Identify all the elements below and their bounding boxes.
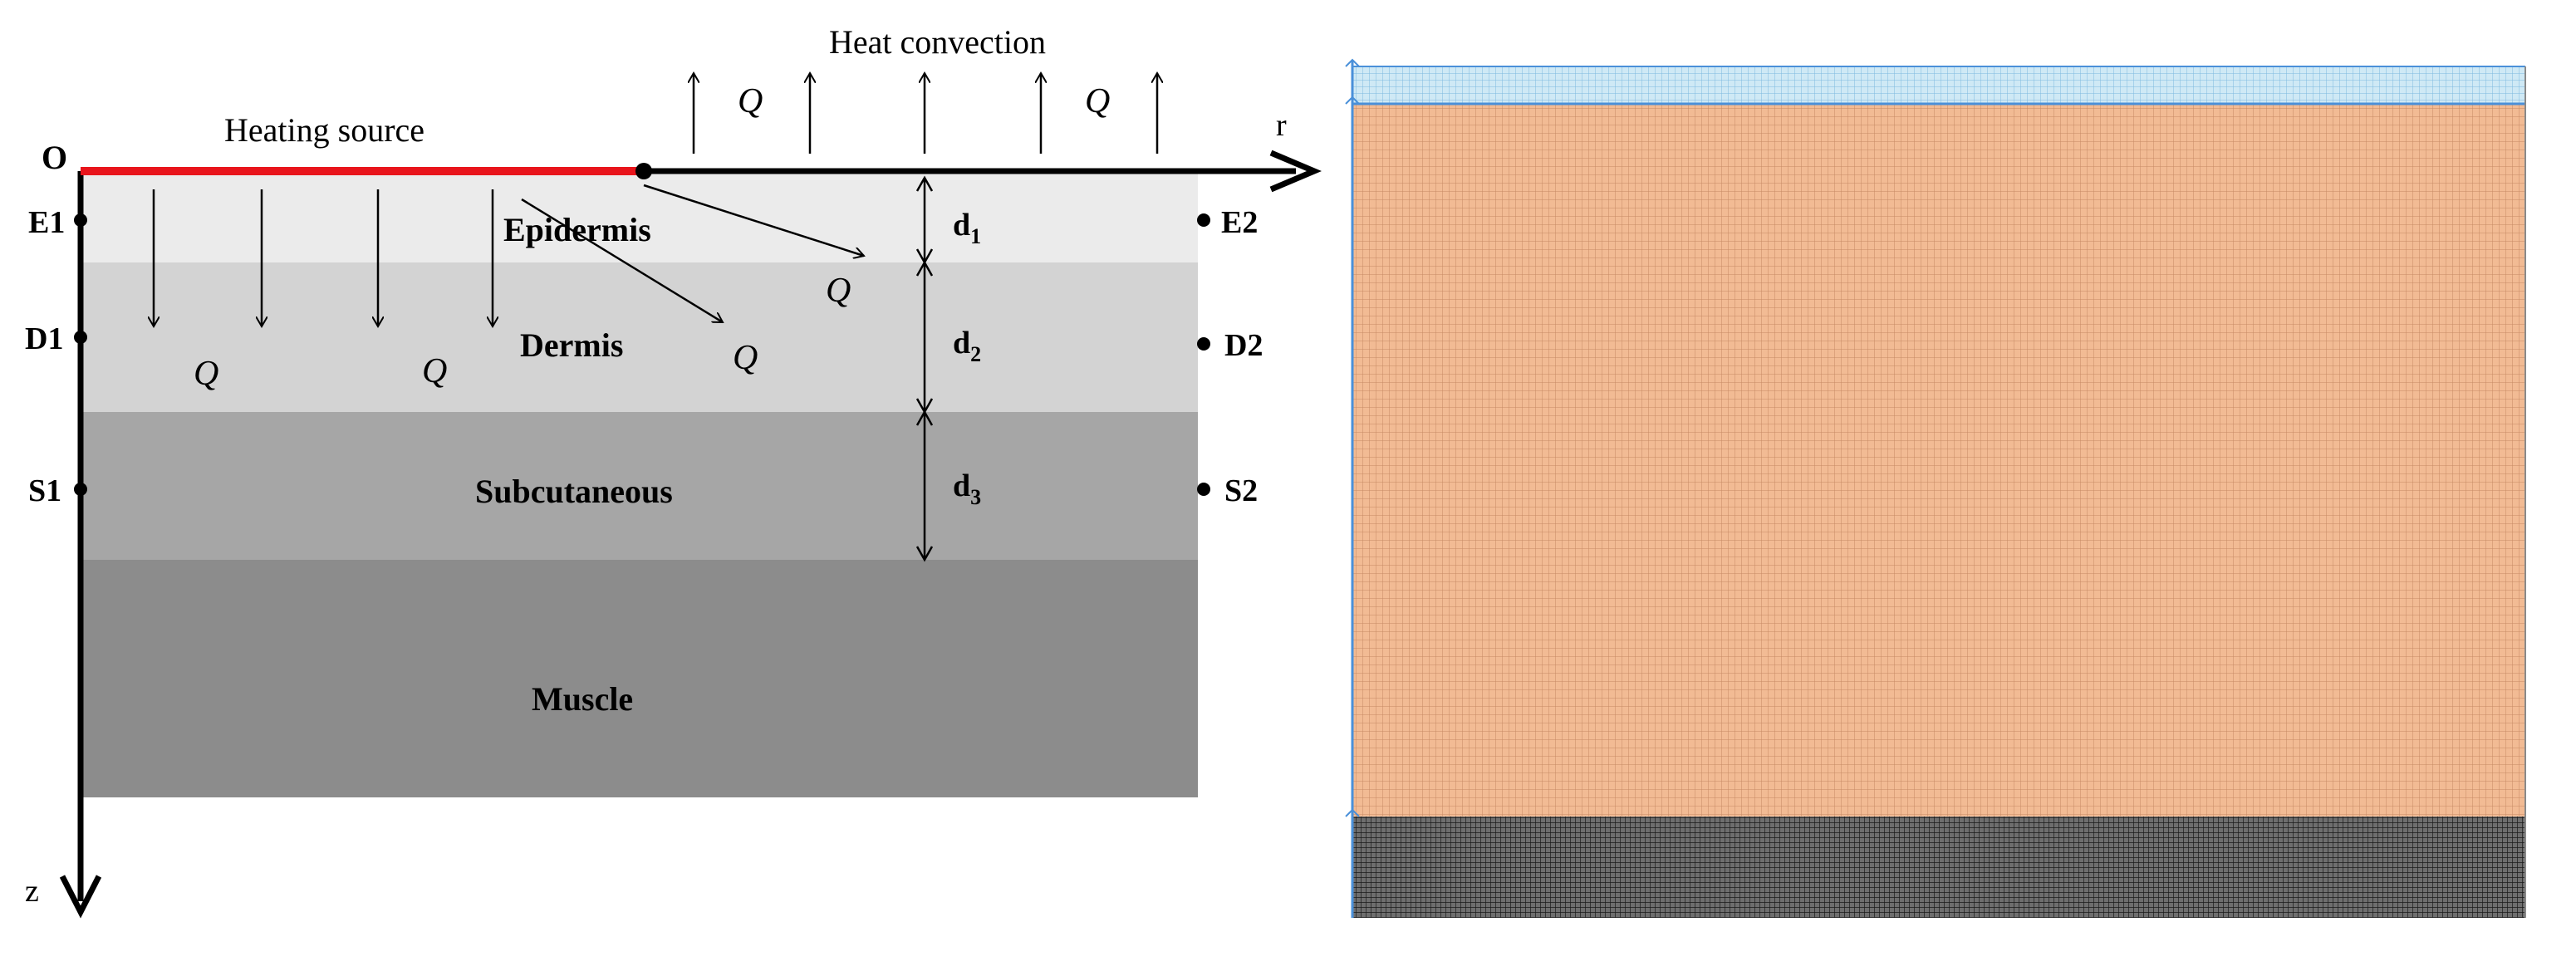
- r-axis-arrowhead: [1269, 150, 1322, 193]
- point-d1-dot: [74, 331, 87, 344]
- q-symbol: Q: [422, 352, 447, 390]
- heat-flux-arrows: [154, 184, 864, 326]
- point-s1-label: S1: [28, 473, 61, 508]
- heating-source-end-dot: [635, 163, 652, 179]
- point-e2-label: E2: [1221, 205, 1258, 240]
- dimension-d1-top-tick: [915, 175, 934, 192]
- dimension-lines: [915, 175, 934, 562]
- point-e1-label: E1: [28, 205, 65, 240]
- origin-label: O: [42, 139, 67, 176]
- dimension-d3-top-tick: [915, 409, 934, 426]
- muscle-layer: [81, 560, 1198, 797]
- heat-flux-diagonal-arrow: [521, 198, 723, 324]
- point-e2-dot: [1197, 213, 1210, 227]
- point-d2-label: D2: [1224, 328, 1263, 363]
- q-symbol: Q: [194, 355, 218, 393]
- dimension-d3-main: d: [953, 468, 970, 503]
- dimension-d1-label: d1: [953, 208, 981, 248]
- dimension-d1-main: d: [953, 208, 970, 243]
- mesh-middle-region: [1352, 104, 2525, 816]
- epidermis-layer: [81, 171, 1198, 262]
- point-s2-dot: [1197, 483, 1210, 496]
- mesh-vertex-marker: [1345, 58, 1360, 817]
- dimension-d3-bottom-tick: [915, 546, 934, 562]
- point-s2-label: S2: [1224, 473, 1258, 508]
- convection-arrows: [694, 73, 1157, 154]
- subcutaneous-label: Subcutaneous: [475, 473, 673, 510]
- point-d2-dot: [1197, 337, 1210, 351]
- heat-flux-diagonal-arrow: [643, 184, 864, 256]
- epidermis-label: Epidermis: [503, 211, 651, 248]
- q-symbol: Q: [826, 272, 851, 310]
- z-axis-arrowhead: [59, 875, 102, 919]
- tissue-diagram: O r z Heating source Heat convection Q Q…: [25, 23, 1322, 919]
- dimension-d2-sub: 2: [970, 342, 981, 366]
- heat-convection-label: Heat convection: [829, 23, 1046, 61]
- mesh-bottom-region: [1352, 816, 2525, 918]
- subcutaneous-layer: [81, 412, 1198, 560]
- dermis-layer: [81, 262, 1198, 412]
- mesh-top-region: [1352, 66, 2525, 104]
- mesh-panel: [1345, 58, 2526, 918]
- q-symbol: Q: [738, 82, 763, 120]
- q-symbol: Q: [1085, 82, 1110, 120]
- dimension-d1-sub: 1: [970, 224, 981, 248]
- dimension-d2-top-tick: [915, 260, 934, 277]
- muscle-label: Muscle: [532, 680, 633, 718]
- heating-source-label: Heating source: [224, 111, 424, 149]
- point-d1-label: D1: [25, 321, 63, 356]
- r-axis-label: r: [1276, 108, 1287, 143]
- q-symbol: Q: [733, 339, 758, 377]
- dimension-d2-label: d2: [953, 326, 981, 366]
- dimension-d2-main: d: [953, 326, 970, 360]
- point-e1-dot: [74, 213, 87, 227]
- point-s1-dot: [74, 483, 87, 496]
- z-axis-label: z: [25, 874, 39, 909]
- measurement-points: [74, 213, 1210, 496]
- dermis-label: Dermis: [520, 326, 623, 364]
- dimension-d3-sub: 3: [970, 485, 981, 509]
- dimension-d3-label: d3: [953, 468, 981, 509]
